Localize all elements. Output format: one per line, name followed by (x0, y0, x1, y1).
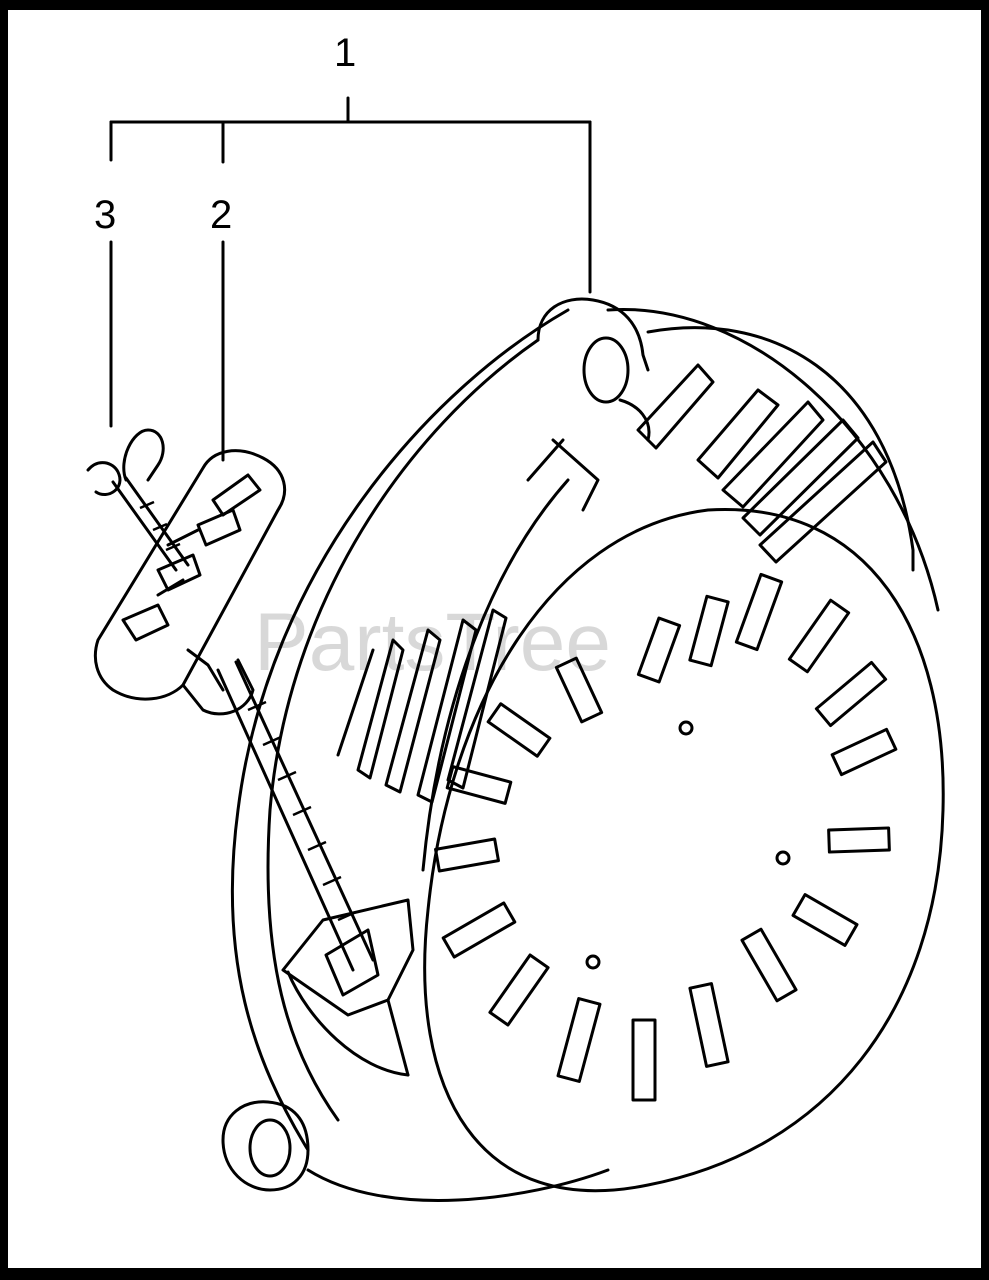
starter-rope (216, 660, 375, 972)
callout-3[interactable]: 3 (94, 193, 116, 237)
callout-2[interactable]: 2 (210, 193, 232, 237)
starter-housing (221, 297, 945, 1202)
diagram-canvas: PartsTree 1 3 2 (8, 10, 981, 1268)
recoil-starter-diagram: PartsTree 1 3 2 (86, 31, 945, 1202)
leader-lines (109, 96, 592, 462)
face-vent-slots (434, 572, 898, 1102)
housing-ribs (336, 363, 888, 804)
starter-handle (93, 449, 287, 716)
rope-guide (281, 898, 415, 1077)
callout-1[interactable]: 1 (334, 31, 356, 75)
rope-knot (86, 428, 190, 572)
